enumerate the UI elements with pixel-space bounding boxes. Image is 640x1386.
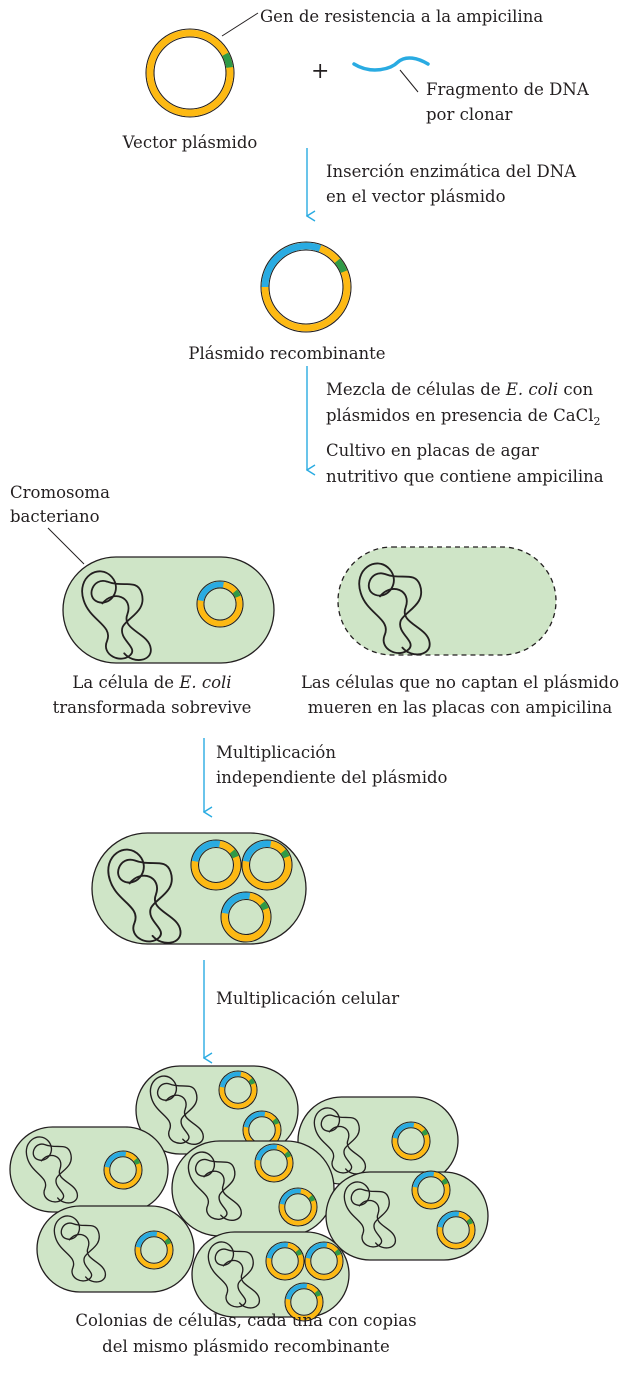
recombinant-plasmid-copy [218, 1070, 258, 1110]
recombinant-plasmid-copy [391, 1121, 431, 1161]
step5-label: Multiplicación celular [216, 989, 399, 1008]
gene-leader-line [221, 12, 259, 37]
step3-label-line2: nutritivo que contiene ampicilina [326, 467, 604, 486]
untransformed-cell [337, 546, 557, 656]
step4-label-line1: Multiplicación [216, 743, 336, 762]
recombinant-plasmid-ring [260, 241, 352, 333]
recombinant-plasmid [260, 241, 352, 333]
colony-cells [9, 1065, 489, 1322]
bacterial-chromosome [187, 1151, 242, 1221]
colony-cell [36, 1205, 195, 1293]
die-label-line1: Las células que no captan el plásmido [301, 673, 619, 692]
survive-label-line2: transformada sobrevive [53, 698, 252, 717]
recombinant-plasmid-copy [436, 1210, 476, 1250]
plus-sign: + [311, 59, 329, 84]
step1-label-line2: en el vector plásmido [326, 187, 506, 206]
colony-cell [171, 1140, 335, 1237]
fragment-label-line2: por clonar [426, 105, 513, 124]
chromosome-label-line1: Cromosoma [10, 483, 110, 502]
recombinant-plasmid-copy [265, 1241, 305, 1281]
step2-label-line2: plásmidos en presencia de CaCl2 [326, 406, 601, 428]
colony-cell [191, 1231, 350, 1322]
recombinant-plasmid-copy [254, 1143, 294, 1183]
colonies-label-line2: del mismo plásmido recombinante [102, 1337, 390, 1356]
chromosome-label-line2: bacteriano [10, 507, 100, 526]
recombinant-plasmid-copy [190, 839, 242, 891]
dead-cell-body [337, 546, 557, 656]
recombinant-label: Plásmido recombinante [188, 344, 385, 363]
bacterial-chromosome [81, 570, 152, 661]
bacterial-chromosome [53, 1215, 107, 1283]
vector-plasmid-ring [145, 28, 235, 118]
dna-fragment [352, 56, 430, 72]
step2-label-line1: Mezcla de células de E. coli con [326, 380, 594, 399]
chromosome-leader-line [47, 527, 85, 565]
survive-label-line1: La célula de E. coli [72, 673, 231, 692]
colony-cell [9, 1126, 169, 1213]
die-label-line2: mueren en las placas con ampicilina [308, 698, 613, 717]
recombinant-plasmid-copy [284, 1282, 324, 1322]
vector-label: Vector plásmido [122, 133, 258, 152]
fragment-label-line1: Fragmento de DNA [426, 80, 590, 99]
fragment-leader-line [399, 69, 419, 93]
cell-with-multiple-plasmids [91, 832, 307, 945]
bacterial-chromosome [25, 1136, 79, 1204]
recombinant-plasmid-copy [134, 1230, 174, 1270]
recombinant-plasmid-copy [220, 891, 272, 943]
colonies-label-line1: Colonias de células, cada una con copias [75, 1311, 416, 1330]
bacterial-chromosome [149, 1075, 204, 1145]
bacterial-chromosome [107, 848, 182, 944]
step1-label-line1: Inserción enzimática del DNA [326, 162, 577, 181]
colony-cell [325, 1170, 489, 1261]
recombinant-plasmid-copy [304, 1241, 344, 1281]
multi-plasmid-cell-body [91, 832, 307, 945]
vector-plasmid [145, 28, 235, 118]
step3-label-line1: Cultivo en placas de agar [326, 441, 539, 460]
transformed-cell [62, 556, 275, 664]
recombinant-plasmid-copy [196, 580, 244, 628]
step4-label-line2: independiente del plásmido [216, 768, 448, 787]
recombinant-plasmid-copy [278, 1187, 318, 1227]
recombinant-plasmid-copy [241, 839, 293, 891]
recombinant-plasmid-copy [103, 1150, 143, 1190]
bacterial-chromosome [207, 1241, 261, 1309]
gene-label: Gen de resistencia a la ampicilina [260, 7, 543, 26]
colony-cell-body [36, 1205, 195, 1293]
bacterial-chromosome [358, 562, 431, 656]
recombinant-plasmid-copy [411, 1170, 451, 1210]
bacterial-chromosome [343, 1181, 397, 1249]
